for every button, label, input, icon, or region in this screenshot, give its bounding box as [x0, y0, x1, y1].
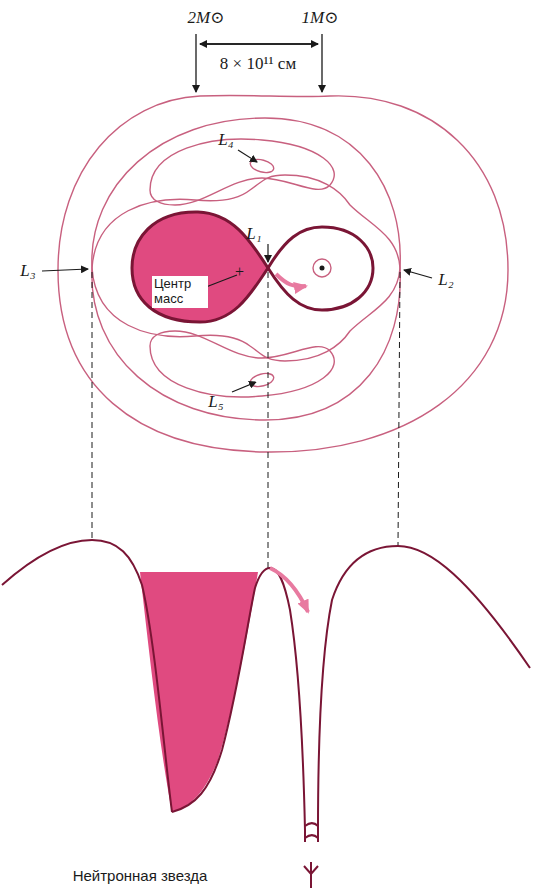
mass-label: 2M⊙ — [188, 9, 225, 28]
overflow-arrow — [270, 568, 308, 612]
lagrange-point-label: L₂ — [438, 271, 453, 290]
leader-lines — [42, 150, 432, 392]
center-of-mass-label: Центр масс — [152, 276, 208, 308]
neutron-star-label: Нейтронная звезда — [73, 868, 208, 885]
accretor-dot — [320, 266, 325, 271]
accretor-lobe — [268, 227, 373, 310]
neutron-star-symbol — [304, 862, 318, 888]
center-mark: + — [235, 263, 244, 280]
separation-dimension: 8 × 10¹¹ см — [220, 55, 296, 74]
donor-lobe — [132, 212, 268, 322]
lagrange-point-label: L₃ — [20, 262, 35, 281]
lagrange-point-label: L₁ — [246, 225, 261, 244]
mass-flow-arrow — [276, 274, 306, 287]
potential-curve — [2, 540, 530, 842]
dimension-lines — [196, 34, 322, 92]
lagrange-point-label: L₄ — [218, 131, 233, 150]
equipotential-contours — [58, 95, 508, 452]
mass-label: 1M⊙ — [302, 9, 339, 28]
projection-lines — [92, 272, 400, 568]
lagrange-point-label: L₅ — [208, 393, 223, 412]
